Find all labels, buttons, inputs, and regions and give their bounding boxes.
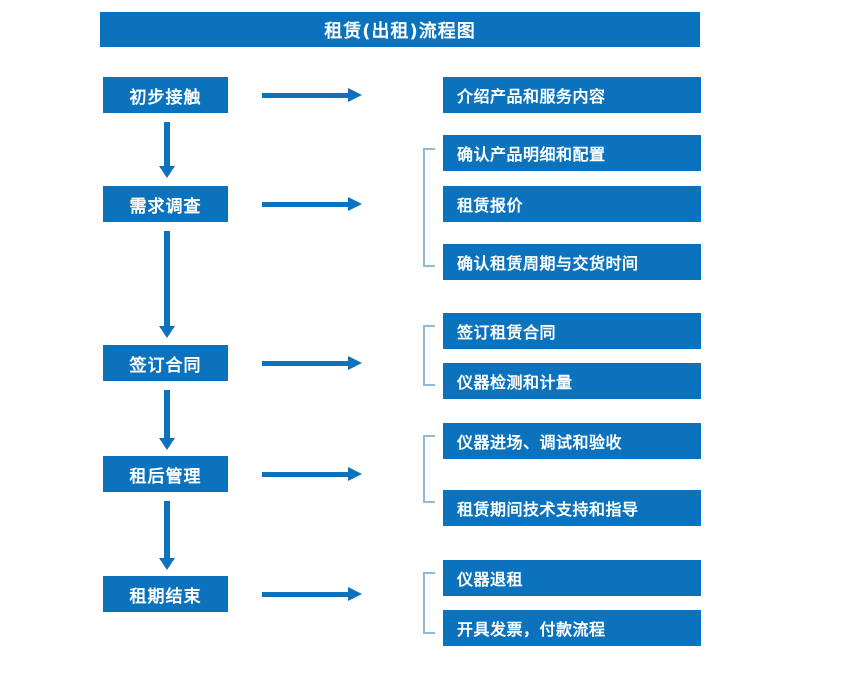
stage-label: 租期结束	[129, 586, 202, 607]
detail-label: 签订租赁合同	[457, 323, 557, 342]
stage-label: 签订合同	[129, 355, 202, 376]
group-bracket-icon-post-rental	[423, 435, 435, 503]
detail-label: 租赁报价	[457, 196, 524, 215]
horizontal-arrow-icon-2	[262, 197, 362, 211]
detail-box-invoice-payment[interactable]: 开具发票，付款流程	[443, 610, 701, 646]
vertical-arrow-icon-1	[159, 122, 175, 178]
detail-label: 确认租赁周期与交货时间	[457, 254, 639, 273]
detail-box-introduce-products[interactable]: 介绍产品和服务内容	[443, 77, 701, 113]
stage-box-sign-contract[interactable]: 签订合同	[103, 345, 228, 381]
detail-label: 确认产品明细和配置	[457, 145, 606, 164]
stage-box-post-rental-management[interactable]: 租后管理	[103, 456, 228, 492]
detail-box-instrument-inspection[interactable]: 仪器检测和计量	[443, 363, 701, 399]
group-bracket-icon-sign-contract	[423, 325, 435, 386]
detail-label: 租赁期间技术支持和指导	[457, 500, 639, 519]
detail-box-instrument-return[interactable]: 仪器退租	[443, 560, 701, 596]
detail-box-technical-support[interactable]: 租赁期间技术支持和指导	[443, 490, 701, 526]
stage-label: 初步接触	[129, 87, 202, 108]
detail-label: 介绍产品和服务内容	[457, 87, 606, 106]
detail-box-confirm-product-details[interactable]: 确认产品明细和配置	[443, 135, 701, 171]
horizontal-arrow-icon-5	[262, 587, 362, 601]
vertical-arrow-icon-2	[159, 231, 175, 338]
detail-label: 仪器进场、调试和验收	[457, 433, 623, 452]
detail-label: 仪器检测和计量	[457, 373, 573, 392]
detail-box-confirm-rental-period[interactable]: 确认租赁周期与交货时间	[443, 244, 701, 280]
detail-label: 仪器退租	[457, 570, 524, 589]
stage-box-needs-survey[interactable]: 需求调查	[103, 186, 228, 222]
stage-label: 需求调查	[129, 196, 202, 217]
stage-box-initial-contact[interactable]: 初步接触	[103, 77, 228, 113]
vertical-arrow-icon-3	[159, 390, 175, 450]
group-bracket-icon-needs-survey	[423, 148, 435, 267]
horizontal-arrow-icon-1	[262, 88, 362, 102]
flowchart-title: 租赁(出租)流程图	[100, 12, 700, 47]
group-bracket-icon-rental-end	[423, 572, 435, 634]
detail-box-sign-rental-contract[interactable]: 签订租赁合同	[443, 313, 701, 349]
horizontal-arrow-icon-4	[262, 467, 362, 481]
horizontal-arrow-icon-3	[262, 356, 362, 370]
vertical-arrow-icon-4	[159, 501, 175, 570]
stage-label: 租后管理	[129, 466, 202, 487]
stage-box-rental-end[interactable]: 租期结束	[103, 576, 228, 612]
detail-box-rental-quotation[interactable]: 租赁报价	[443, 186, 701, 222]
detail-label: 开具发票，付款流程	[457, 620, 606, 639]
detail-box-instrument-delivery[interactable]: 仪器进场、调试和验收	[443, 423, 701, 459]
